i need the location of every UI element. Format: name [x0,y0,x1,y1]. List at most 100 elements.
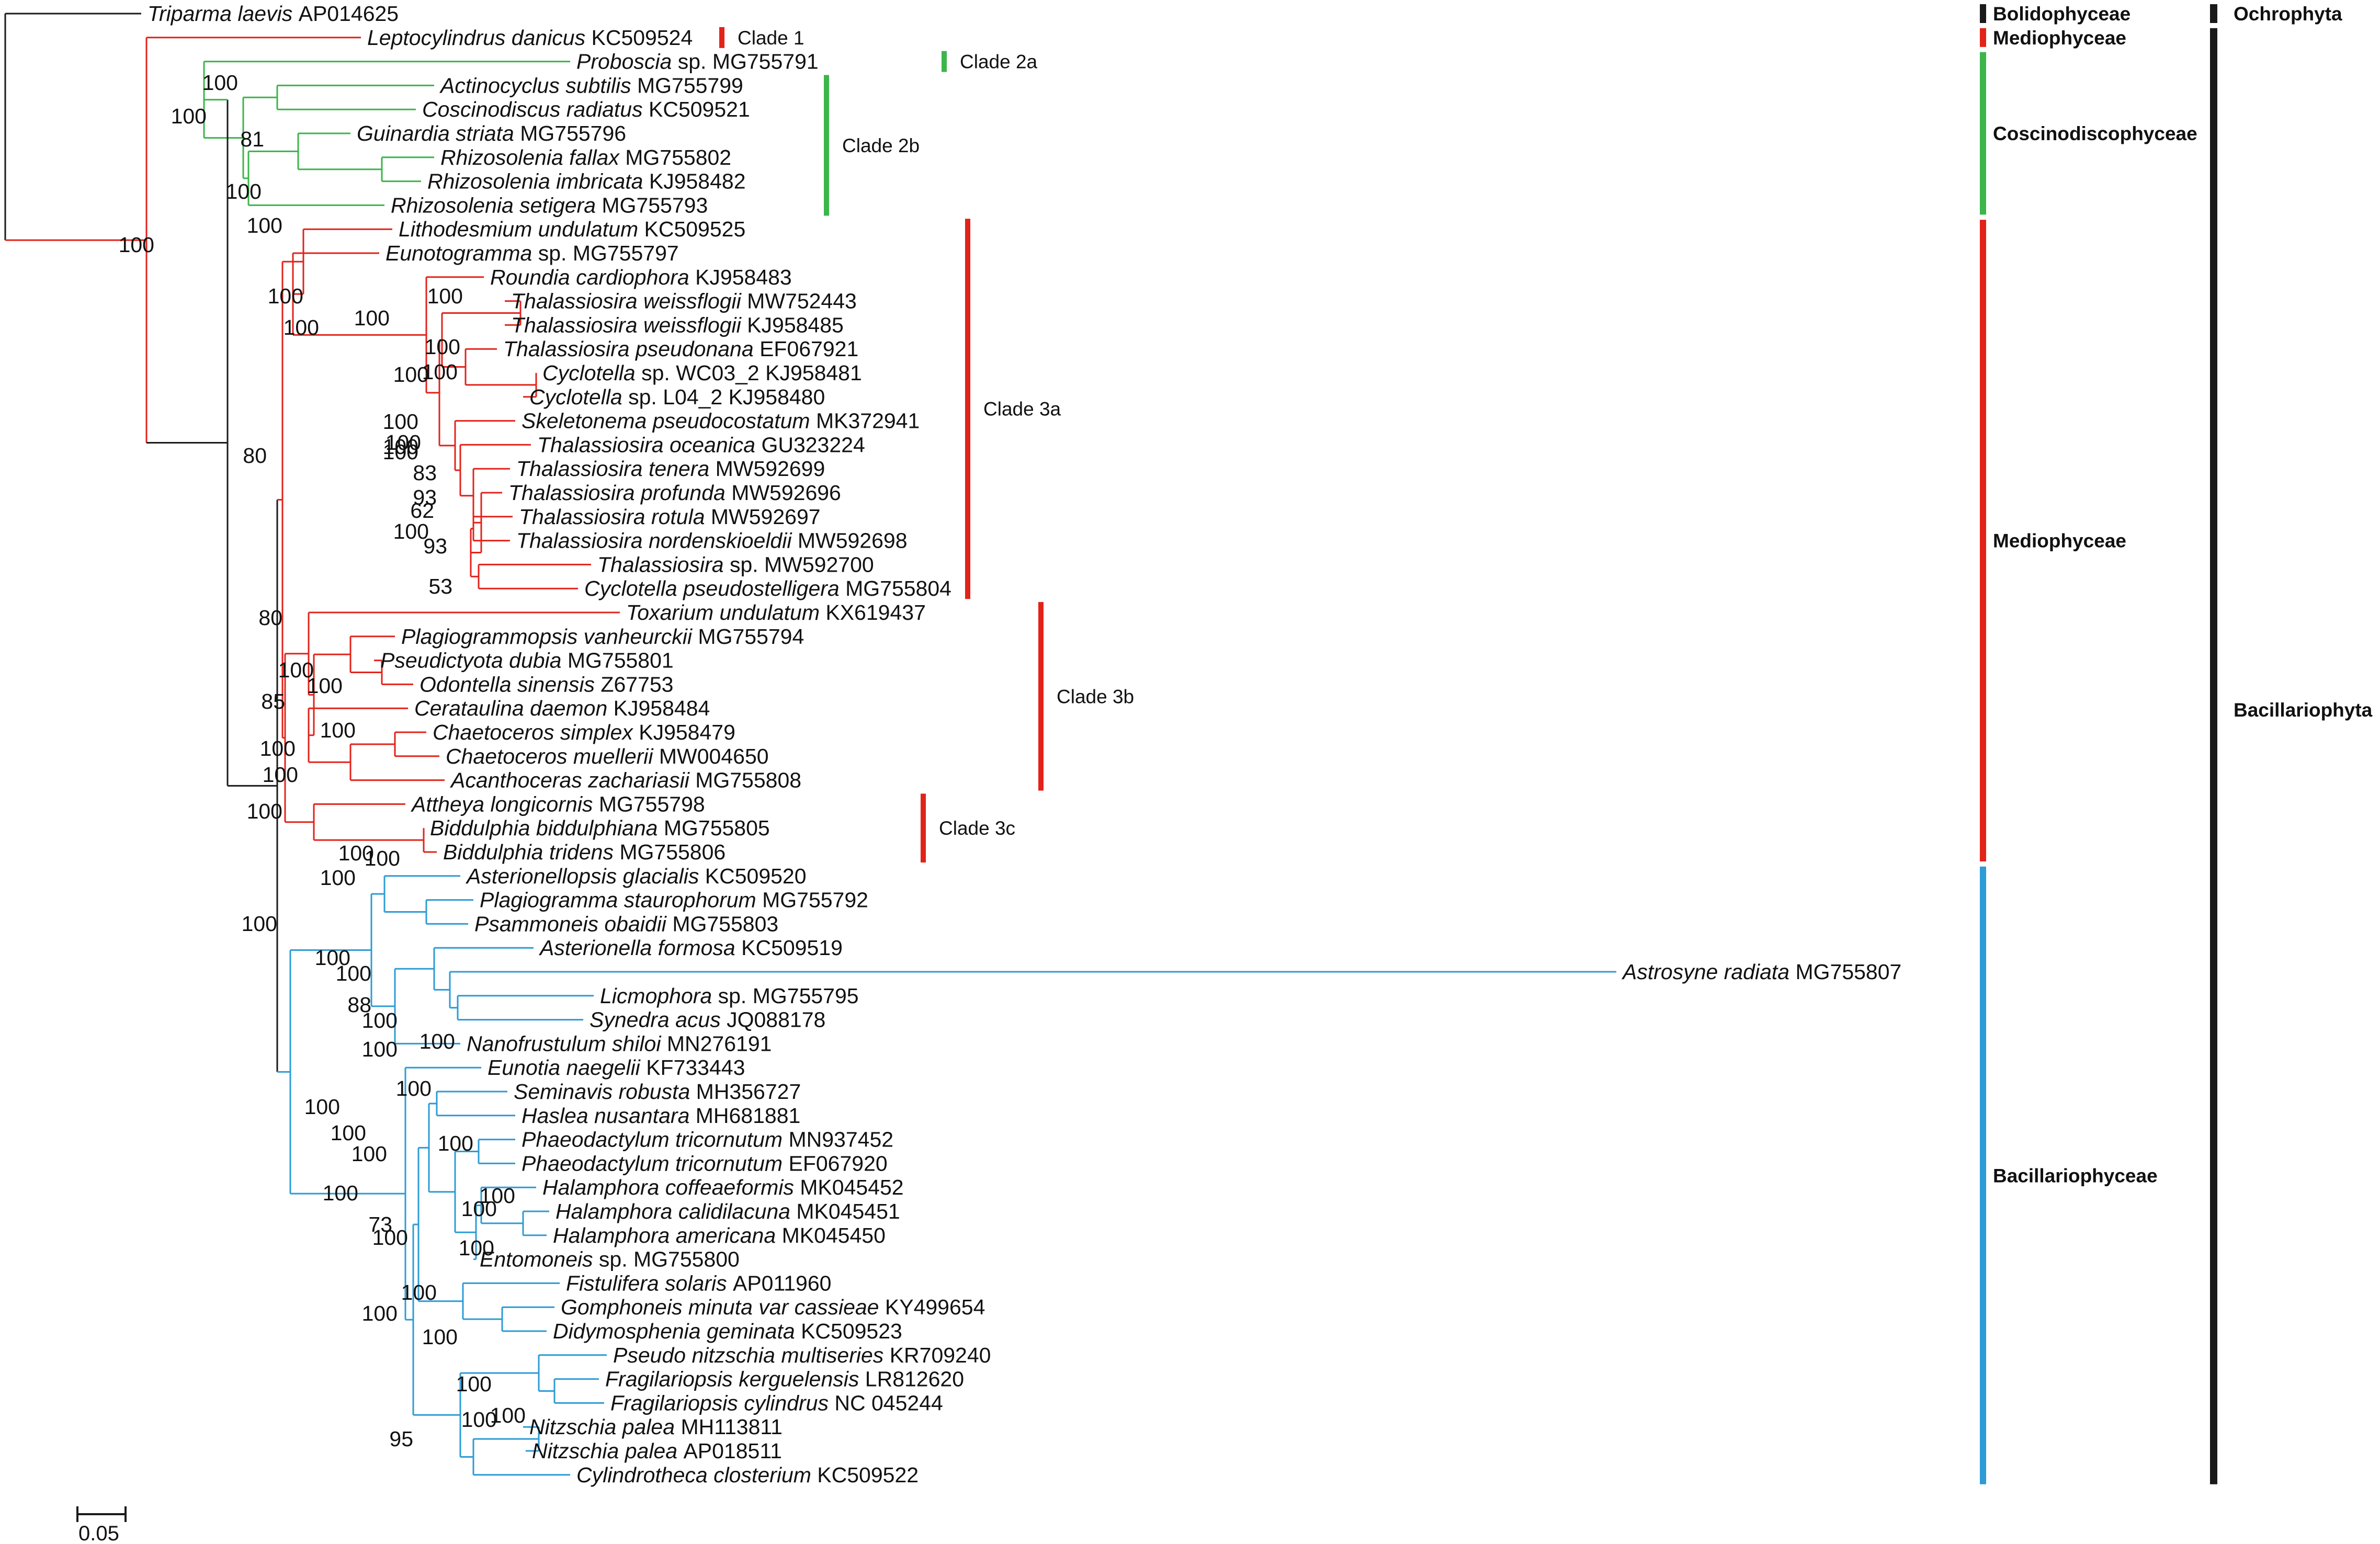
bootstrap-value: 100 [336,961,371,985]
taxon-accession: KC509524 [592,26,693,50]
taxon-label: Eunotogramma sp. MG755797 [386,241,679,265]
taxon-accession: MH356727 [696,1080,801,1104]
taxon-accession: MW752443 [747,289,857,313]
taxon-epithet: profunda [640,481,731,505]
taxon-epithet: sp. L04_2 [628,385,729,409]
taxon-label: Thalassiosira oceanica GU323224 [537,433,865,457]
taxon-epithet: striata [456,121,520,145]
taxon-label: Triparma laevis AP014625 [148,2,399,26]
taxon-genus: Guinardia [357,121,456,145]
taxon-genus: Halamphora [542,1175,665,1199]
taxon-accession: MW592700 [764,552,874,576]
taxon-genus: Rhizosolenia [391,193,519,217]
clade-label: Clade 2b [842,135,920,156]
taxon-accession: KY499654 [885,1295,985,1319]
taxon-epithet: calidilacuna [678,1199,797,1223]
taxon-epithet: sp. WC03_2 [641,361,765,385]
taxon-accession: MW592697 [711,505,821,529]
taxon-label: Pseudictyota dubia MG755801 [380,649,674,673]
taxon-accession: EF067921 [760,337,858,361]
taxon-genus: Asterionellopsis [465,864,623,888]
scale-bar: 0.05 [76,1506,127,1544]
taxon-label: Cerataulina daemon KJ958484 [414,696,710,720]
taxon-genus: Cyclotella [542,361,641,385]
taxon-epithet: simplex [560,720,639,744]
clade-bar [719,27,724,48]
taxon-epithet: multiseries [781,1343,889,1367]
taxon-label: Biddulphia biddulphiana MG755805 [430,816,770,840]
taxon-genus: Thalassiosira [511,313,643,337]
taxon-genus: Thalassiosira [508,481,641,505]
taxon-genus: Halamphora [553,1223,676,1247]
taxon-label: Thalassiosira tenera MW592699 [516,457,825,481]
taxon-epithet: setigera [519,193,602,217]
taxon-label: Fragilariopsis kerguelensis LR812620 [605,1367,964,1391]
taxon-epithet: tridens [549,840,619,864]
taxon-genus: Toxarium [626,600,720,625]
taxon-accession: MN937452 [788,1128,893,1152]
bootstrap-value: 100 [320,718,356,742]
taxon-epithet: muellerii [573,744,659,768]
taxon-label: Nitzschia palea AP018511 [532,1439,782,1463]
taxon-epithet: pseudonana [634,337,760,361]
taxon-genus: Cerataulina [414,696,530,720]
bootstrap-value: 95 [389,1427,413,1451]
taxon-accession: KR709240 [890,1343,991,1367]
taxon-accession: MG755796 [520,121,626,145]
taxon-epithet: undulatum [720,600,826,625]
taxon-epithet: closterium [713,1463,817,1487]
taxon-label: Synedra acus JQ088178 [590,1008,825,1032]
taxon-epithet: dubia [509,649,568,673]
class-bar [1980,220,1986,862]
taxon-accession: MG755807 [1795,960,1901,984]
class-annotations: BolidophyceaeMediophyceaeCoscinodiscophy… [1980,3,2197,1484]
bootstrap-value: 100 [422,360,458,384]
phylum-bar [2210,28,2217,1484]
phylum-label: Ochrophyta [2234,3,2342,25]
taxon-epithet: glacialis [623,864,705,888]
taxon-epithet: staurophorum [624,888,762,912]
taxon-epithet: undulatum [538,217,644,241]
taxon-label: Halamphora americana MK045450 [553,1223,886,1247]
taxon-accession: MK045452 [800,1175,903,1199]
taxon-epithet: pseudocostatum [652,409,816,433]
taxon-genus: Lithodesmium [399,217,538,241]
taxon-label: Thalassiosira profunda MW592696 [508,481,841,505]
bootstrap-value: 100 [226,179,262,203]
taxon-genus: Thalassiosira [511,289,643,313]
taxon-genus: Thalassiosira [516,529,649,553]
taxon-genus: Actinocyclus [439,73,565,97]
taxon-label: Chaetoceros muellerii MW004650 [446,744,769,768]
taxon-genus: Eunotogramma [386,241,538,265]
taxon-label: Thalassiosira rotula MW592697 [519,505,821,529]
bootstrap-value: 100 [362,1008,398,1032]
clade-bar [824,75,829,216]
taxon-genus: Cyclotella [529,385,628,409]
taxon-accession: MW004650 [659,744,769,768]
taxon-epithet: robusta [619,1080,696,1104]
taxon-label: Didymosphenia geminata KC509523 [553,1319,902,1343]
taxon-label: Phaeodactylum tricornutum MN937452 [522,1128,893,1152]
bootstrap-value: 100 [268,284,303,308]
taxon-genus: Attheya [410,792,490,816]
taxon-accession: KC509525 [644,217,745,241]
taxon-epithet: sp. [730,552,764,576]
bootstrap-value: 100 [260,736,296,760]
taxon-label: Phaeodactylum tricornutum EF067920 [522,1151,888,1175]
taxon-epithet: americana [676,1223,782,1247]
taxon-accession: MK372941 [816,409,920,433]
taxon-accession: KJ958484 [614,696,710,720]
taxon-accession: MG755795 [753,984,859,1008]
taxon-accession: MK045450 [782,1223,886,1247]
taxon-accession: KJ958483 [695,265,792,289]
taxon-genus: Gomphoneis [561,1295,688,1319]
taxon-label: Astrosyne radiata MG755807 [1621,960,1901,984]
bootstrap-value: 100 [383,440,418,464]
taxon-epithet: palea [621,1415,681,1439]
taxon-epithet: biddulphiana [536,816,664,840]
bootstrap-value: 100 [202,71,238,95]
bootstrap-value: 83 [413,461,437,485]
taxon-label: Rhizosolenia fallax MG755802 [440,145,731,169]
